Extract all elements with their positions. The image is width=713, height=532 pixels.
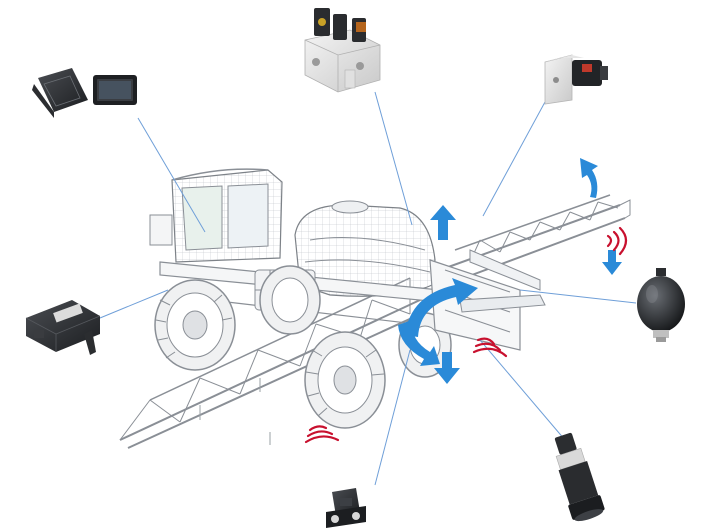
wheel-front-left	[304, 331, 386, 429]
arrow-boom-down-icon	[602, 250, 622, 275]
arrow-rotate-lower-icon	[398, 320, 440, 366]
valve-block-icon	[304, 8, 381, 93]
arrow-rotate-icon	[405, 278, 478, 337]
sprayer-cab	[149, 168, 283, 263]
leader-line-inclination-sensor	[374, 349, 411, 486]
leader-line-control-module	[99, 289, 169, 319]
leader-line-ultrasonic-sensor	[479, 339, 566, 441]
boom-right	[439, 194, 631, 286]
leader-line-controller	[137, 117, 206, 233]
sensor-signals	[304, 226, 628, 444]
motion-arrows	[398, 158, 622, 384]
inclination-sensor-icon	[326, 488, 366, 528]
boom-center-section	[429, 249, 546, 351]
leader-line-proportional-valve	[482, 101, 546, 217]
wheel-rear-right	[259, 265, 321, 335]
solenoid-valve-icon	[544, 54, 608, 105]
boom-left	[119, 277, 426, 449]
arrow-up-icon	[430, 205, 456, 240]
accumulator-icon	[637, 268, 685, 342]
arrow-boom-up-icon	[580, 158, 598, 198]
leader-line-valve-block	[374, 91, 413, 226]
control-module-icon	[25, 300, 101, 355]
sprayer-tank	[294, 200, 436, 297]
wheel-rear-left	[154, 279, 236, 371]
leader-line-accumulator	[519, 289, 637, 304]
signal-waves-center-icon	[472, 337, 508, 358]
controller-and-display-icon	[32, 68, 137, 118]
signal-waves-boom-tip-icon	[606, 226, 628, 256]
signal-waves-left-boom-icon	[304, 425, 340, 444]
sprayer-wireframe	[119, 168, 631, 449]
leader-lines	[99, 91, 637, 486]
arrow-down-icon	[434, 352, 460, 384]
ultrasonic-sensor-icon	[554, 432, 605, 522]
